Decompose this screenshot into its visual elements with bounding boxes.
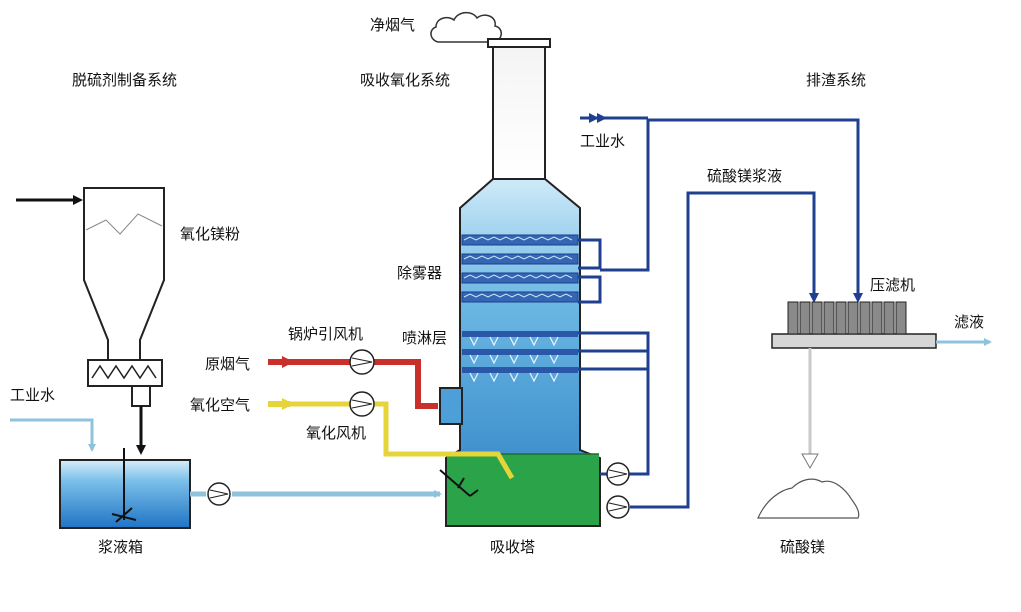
filtrate-label: 滤液	[954, 313, 985, 331]
filter-press-label: 压滤机	[870, 276, 916, 294]
flue-gas-inlet-duct	[439, 387, 463, 425]
process-water-left-label: 工业水	[10, 386, 56, 404]
slurry-tank-label: 浆液箱	[98, 538, 144, 556]
absorption-tower-label: 吸收塔	[490, 538, 536, 556]
mgso4-label: 硫酸镁	[780, 538, 826, 556]
tank-agitator	[111, 448, 137, 523]
demister-wash-loops	[578, 118, 863, 304]
process-water-line-left	[10, 418, 96, 452]
mgso4-pile	[757, 478, 860, 519]
slurry-feed-pump-icon	[207, 482, 231, 506]
oxidation-fan-label: 氧化风机	[306, 424, 367, 442]
boiler-id-fan-icon	[349, 349, 375, 375]
process-water-top-label: 工业水	[580, 132, 626, 150]
mgo-powder-label: 氧化镁粉	[180, 225, 241, 243]
chimney-cap	[487, 38, 551, 48]
boiler-id-fan-label: 锅炉引风机	[288, 325, 364, 343]
hopper-powder-level	[85, 213, 163, 235]
chimney	[492, 42, 546, 180]
screw-feeder-flights	[91, 364, 157, 380]
discharge-pump-icon	[606, 495, 630, 519]
mgo-hopper	[83, 187, 165, 361]
section-title-desulfurizer-prep: 脱硫剂制备系统	[72, 71, 178, 89]
mgso4-slurry-label: 硫酸镁浆液	[707, 167, 783, 185]
cake-discharge-arrow	[801, 453, 819, 470]
oxidation-air-label: 氧化空气	[190, 396, 251, 414]
screw-feeder	[87, 359, 163, 387]
filter-press	[771, 301, 937, 349]
spray-layers	[462, 331, 578, 383]
raw-flue-gas-label: 原烟气	[205, 355, 251, 373]
cloud-icon	[430, 11, 502, 43]
section-title-absorption-oxidation: 吸收氧化系统	[360, 71, 451, 89]
mgso4-slurry-line	[630, 191, 819, 509]
demister-label: 除雾器	[397, 264, 443, 282]
feeder-outlet	[131, 385, 151, 407]
tower-agitator	[439, 469, 479, 497]
demister-layers	[461, 234, 579, 303]
oxidation-fan-icon	[349, 391, 375, 417]
recirculation-pump-icon	[606, 462, 630, 486]
tower-liquid-sump	[447, 454, 599, 525]
spray-layer-label: 喷淋层	[402, 329, 448, 347]
clean-flue-gas-label: 净烟气	[370, 16, 416, 34]
section-title-slag-discharge: 排渣系统	[806, 71, 867, 89]
